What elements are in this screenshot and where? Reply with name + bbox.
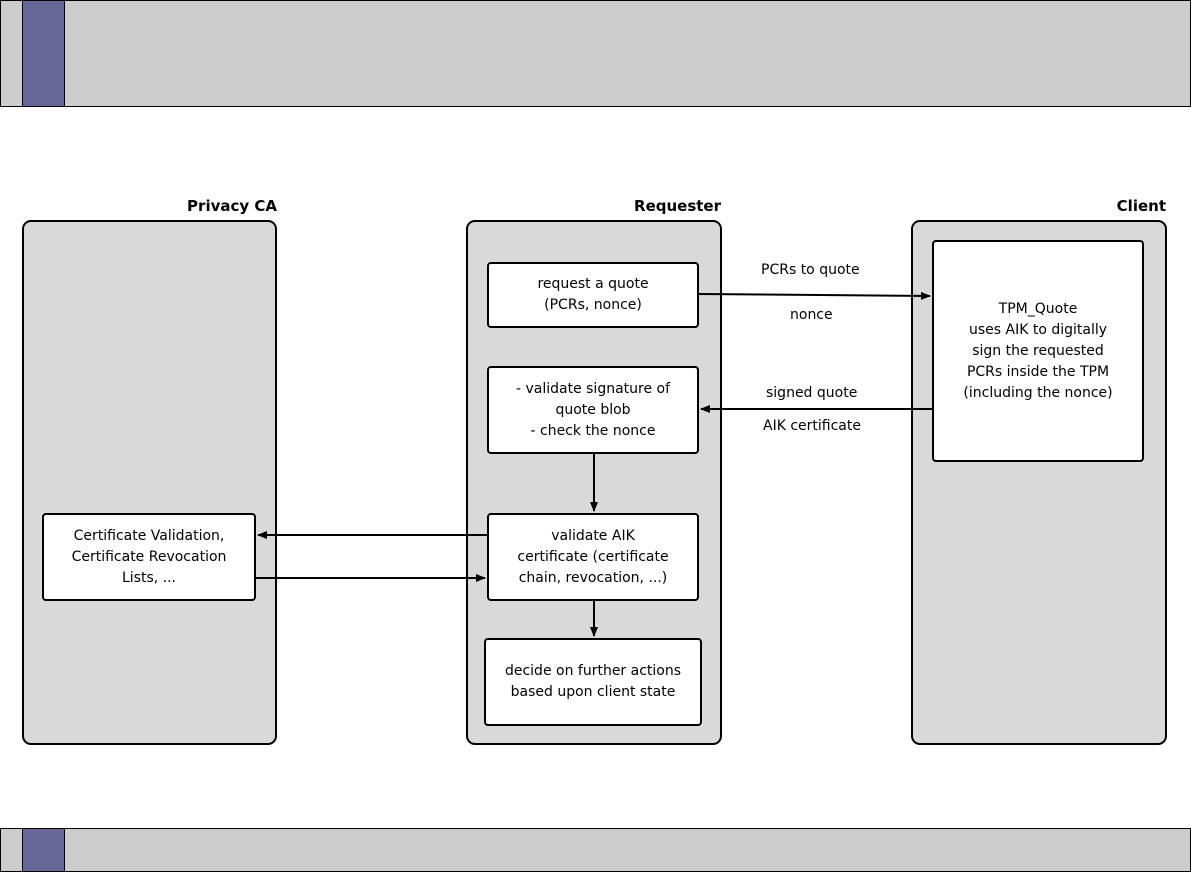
label-signed-quote: signed quote [766, 385, 858, 401]
lane-privacy-ca [22, 220, 277, 745]
footer-accent [22, 829, 65, 871]
box-validate-signature: - validate signature of quote blob - che… [487, 366, 699, 454]
box-tpm-quote: TPM_Quote uses AIK to digitally sign the… [932, 240, 1144, 462]
label-nonce: nonce [790, 307, 833, 323]
lane-title-privacy-ca: Privacy CA [187, 197, 277, 215]
arrow-request-to-tpm [698, 291, 931, 300]
header-bar [0, 0, 1191, 107]
lane-title-requester: Requester [634, 197, 721, 215]
box-request-quote: request a quote (PCRs, nonce) [487, 262, 699, 328]
box-decide-actions: decide on further actions based upon cli… [484, 638, 702, 726]
label-pcrs-to-quote: PCRs to quote [761, 262, 860, 278]
box-cert-validation: Certificate Validation, Certificate Revo… [42, 513, 256, 601]
header-accent [22, 1, 65, 106]
lane-title-client: Client [1116, 197, 1166, 215]
label-aik-certificate: AIK certificate [763, 418, 861, 434]
box-validate-aik: validate AIK certificate (certificate ch… [487, 513, 699, 601]
footer-bar [0, 828, 1191, 872]
